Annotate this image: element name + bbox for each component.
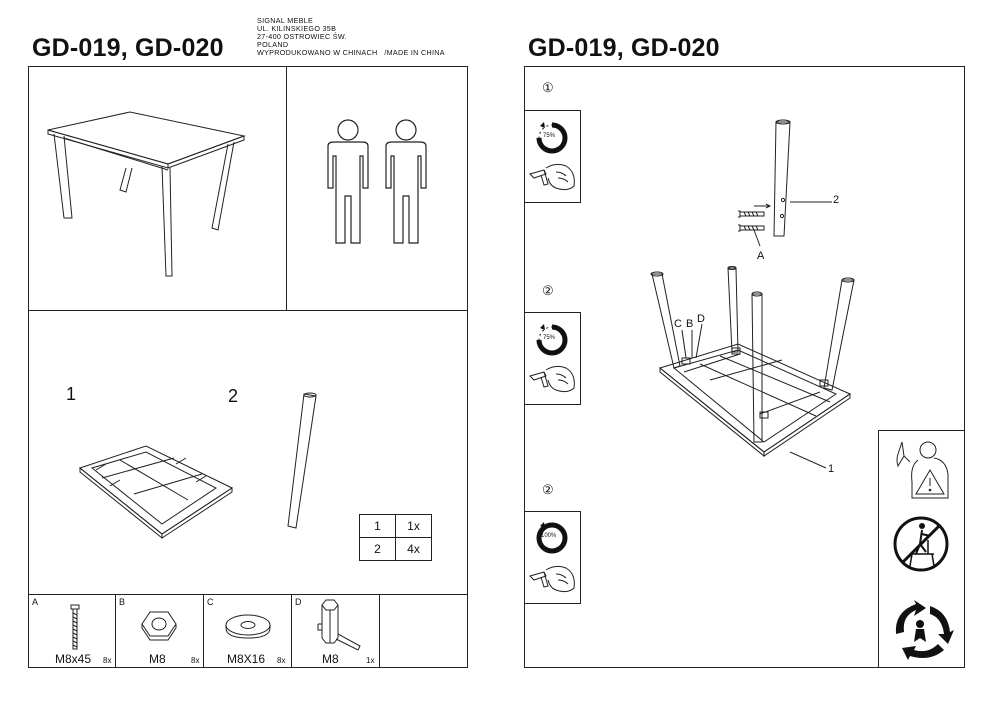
- hardware-code-d: D: [295, 597, 302, 607]
- step-number-2: ②: [542, 283, 554, 298]
- callout-c: C: [674, 318, 682, 330]
- table-cell: 4x: [395, 537, 432, 561]
- nut-icon: [141, 611, 177, 641]
- hardware-code-a: A: [32, 597, 39, 607]
- table-assembly-illustration: [650, 266, 855, 469]
- left-page-frame: [28, 66, 468, 668]
- washer-icon: [225, 614, 271, 639]
- torque-100-icon: [536, 522, 568, 554]
- hardware-qty-d: 1x: [366, 656, 375, 665]
- address-line: WYPRODUKOWANO W CHINACH /MADE IN CHINA: [257, 48, 445, 57]
- hardware-name-b: M8: [149, 652, 166, 666]
- hardware-qty-a: 8x: [103, 656, 112, 665]
- callout-frame: 1: [828, 463, 835, 475]
- hardware-code-b: B: [119, 597, 126, 607]
- hardware-name-d: M8: [322, 652, 339, 666]
- table-cell: 2: [359, 537, 396, 561]
- hex-key-icon: [317, 599, 361, 651]
- step-1-tool-box: [524, 110, 581, 203]
- hardware-name-a: M8x45: [55, 652, 92, 666]
- torque-label: 75%: [543, 133, 556, 139]
- divider: [28, 310, 468, 311]
- hardware-name-c: M8X16: [227, 652, 266, 666]
- table-row: 1 1x: [359, 514, 432, 538]
- hand-hex-key-icon: [529, 565, 575, 593]
- parts-quantity-table: 1 1x 2 4x: [359, 514, 432, 561]
- hand-hex-key-icon: [529, 163, 575, 191]
- divider: [115, 594, 116, 668]
- callout-d: D: [697, 313, 705, 325]
- address-line: UL. KILINSKIEGO 35B: [257, 24, 337, 33]
- address-line: 27-400 OSTROWIEC ŚW.: [257, 32, 347, 41]
- callout-leg: 2: [833, 194, 840, 206]
- torque-label: 75%: [543, 335, 556, 341]
- step-2-tool-box: [524, 312, 581, 405]
- divider: [291, 594, 292, 668]
- right-title: GD-019, GD-020: [528, 34, 720, 62]
- table-cell: 1x: [395, 514, 432, 538]
- manufacturer-address: SIGNAL MEBLE UL. KILINSKIEGO 35B 27-400 …: [257, 17, 445, 57]
- table-leg-part-illustration: [287, 392, 317, 529]
- callout-b: B: [686, 318, 694, 330]
- two-persons-icon: [327, 119, 427, 244]
- table-row: 2 4x: [359, 537, 432, 561]
- hardware-qty-b: 8x: [191, 656, 200, 665]
- no-lean-warning-icon: [896, 441, 949, 499]
- hardware-code-c: C: [207, 597, 214, 607]
- part-number-1: 1: [66, 384, 77, 404]
- part-number-2: 2: [228, 386, 239, 406]
- callout-bolt: A: [757, 250, 765, 262]
- recycle-icon: [895, 600, 954, 660]
- address-line: POLAND: [257, 40, 289, 49]
- divider: [286, 66, 287, 310]
- hand-hex-key-icon: [529, 365, 575, 393]
- torque-75-icon: [536, 324, 568, 356]
- assembled-table-illustration: [47, 111, 246, 277]
- bolt-icon: [70, 604, 80, 650]
- table-cell: 1: [359, 514, 396, 538]
- address-line: SIGNAL MEBLE: [257, 16, 314, 25]
- step-number-3: ②: [542, 482, 554, 497]
- hardware-qty-c: 8x: [277, 656, 286, 665]
- divider: [203, 594, 204, 668]
- step-number-1: ①: [542, 80, 554, 95]
- table-frame-part-illustration: [78, 445, 234, 540]
- torque-75-icon: [536, 122, 568, 154]
- left-title: GD-019, GD-020: [32, 34, 224, 62]
- step-3-tool-box: [524, 511, 581, 604]
- leg-bolt-detail-illustration: [738, 119, 832, 247]
- no-stand-on-chair-icon: [893, 516, 949, 572]
- divider: [28, 594, 468, 595]
- warnings-panel: [878, 430, 965, 668]
- divider: [379, 594, 380, 668]
- torque-label: 100%: [541, 533, 557, 539]
